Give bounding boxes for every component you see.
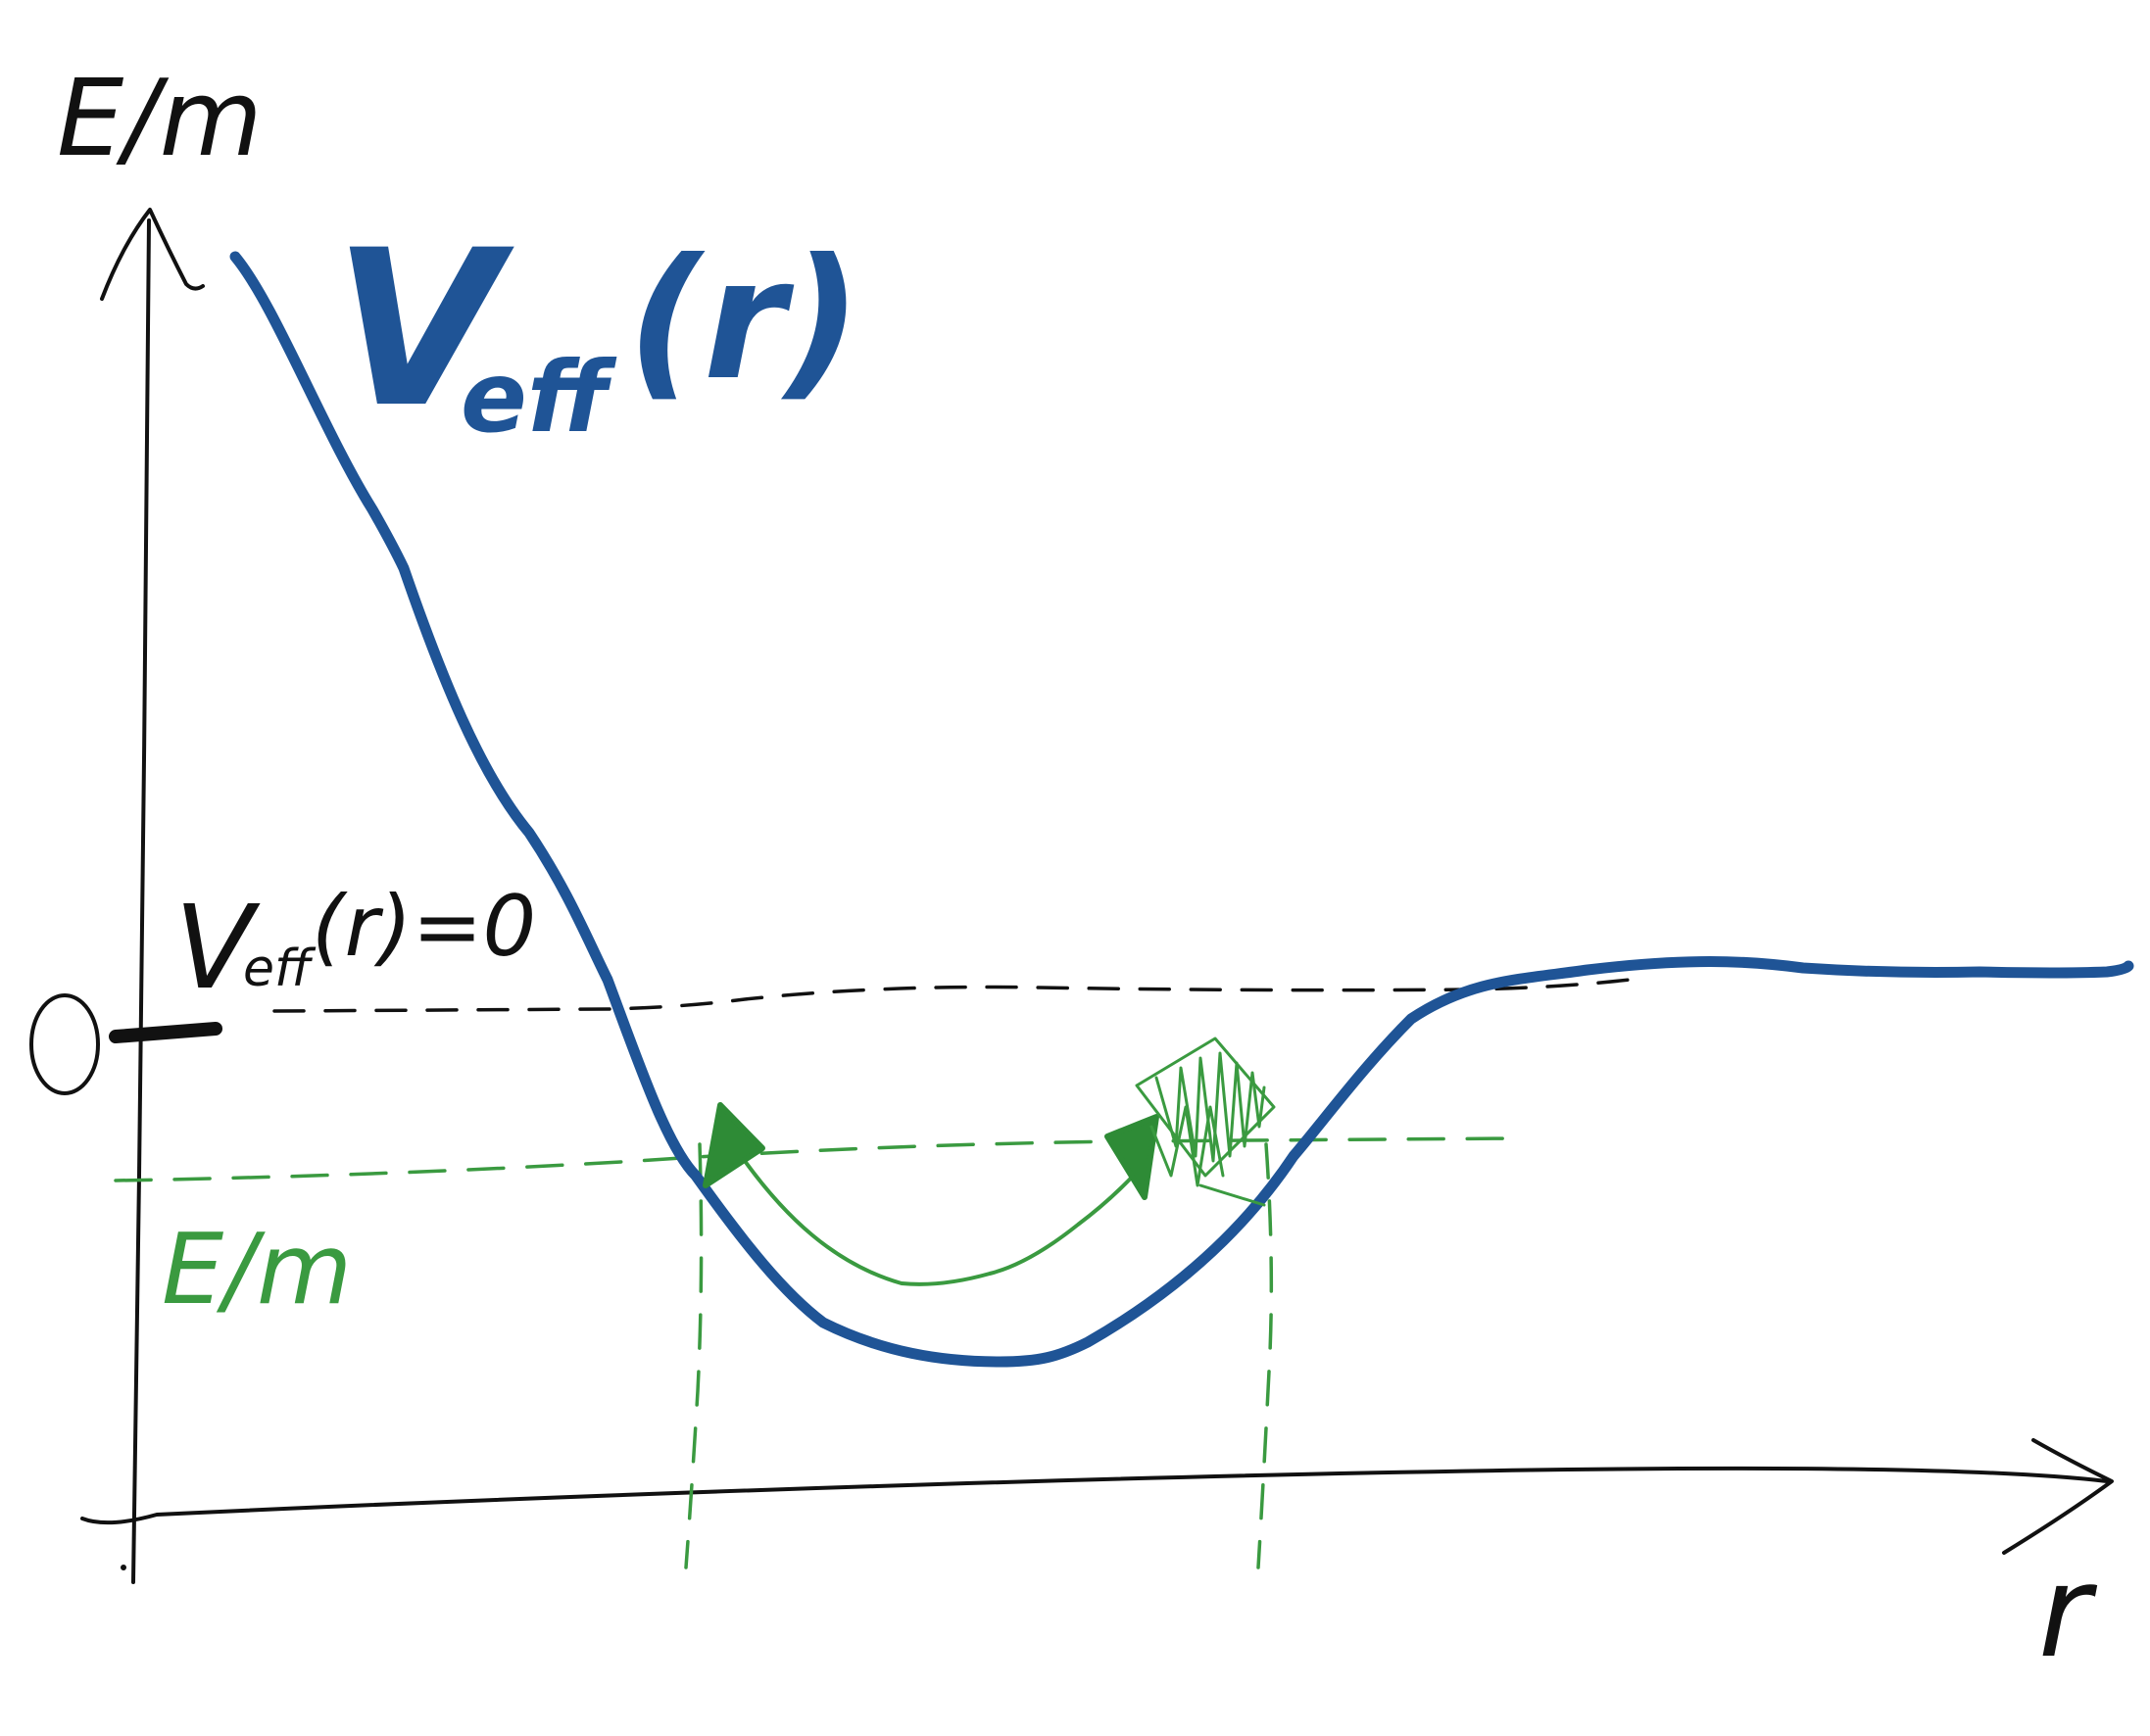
y-axis-label: E/m — [57, 58, 263, 180]
potential-curve — [229, 251, 2134, 1368]
turning-point-left — [684, 1142, 704, 1569]
axis-labels: E/m r — [57, 58, 2098, 1686]
x-axis-arrowhead — [2002, 1438, 2114, 1555]
oscillation-curve — [743, 1159, 1148, 1286]
y-axis-arrowhead — [100, 208, 205, 301]
turning-point-right — [1256, 1142, 1274, 1569]
oscillation-path — [703, 1037, 1276, 1286]
curve-label-arg: (r) — [627, 223, 861, 417]
oscillation-arrow-left-icon — [703, 1102, 765, 1188]
curve-label-v: V — [333, 204, 514, 455]
zero-tick-mark — [109, 1022, 222, 1043]
energy-line-label: E/m — [162, 1212, 352, 1326]
oscillation-arrow-right-icon — [1104, 1114, 1159, 1200]
x-axis — [80, 1466, 2109, 1525]
origin-dot — [121, 1565, 126, 1570]
zero-line-dashed — [272, 976, 1648, 1013]
curve-label: V eff (r) — [333, 204, 861, 455]
energy-line-dashed — [114, 1136, 1521, 1182]
curve-label-sub: eff — [461, 340, 617, 455]
zero-line-label-v: V — [174, 880, 261, 1015]
x-axis-label: r — [2038, 1537, 2098, 1686]
axes — [80, 208, 2114, 1584]
zero-tick-label-glyph — [29, 993, 100, 1095]
y-axis — [131, 218, 151, 1584]
zero-line-label: V eff (r)=0 — [174, 878, 536, 1015]
hatched-region — [1135, 1037, 1276, 1207]
zero-tick: 0 — [0, 0, 222, 1095]
zero-line-label-sub: eff — [243, 940, 317, 998]
zero-line-label-rest: (r)=0 — [312, 878, 536, 976]
zero-tick-label: 0 — [0, 0, 1, 1]
